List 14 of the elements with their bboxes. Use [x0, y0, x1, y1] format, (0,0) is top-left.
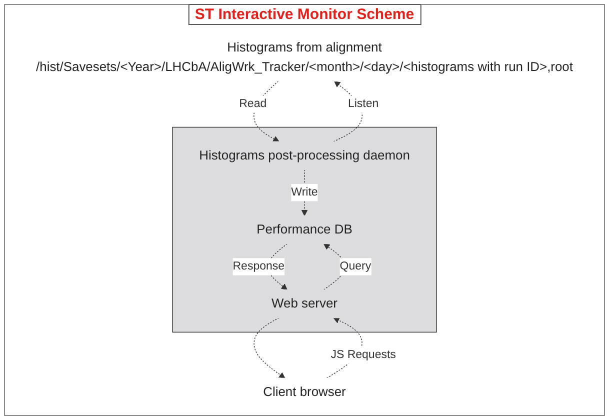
- node-text: Performance DB: [256, 222, 352, 237]
- node-text: Web server: [272, 296, 338, 311]
- edge-label: JS Requests: [330, 348, 396, 361]
- edge-label: Listen: [348, 98, 379, 110]
- edge-label: Response: [232, 260, 285, 272]
- edge-label: Read: [239, 98, 267, 110]
- diagram-title: ST Interactive Monitor Scheme: [188, 4, 422, 25]
- node-text: Histograms from alignment /hist/Savesets/<Year>/LHCbA/AligWrk_Tracker/<month>/<day>/<histograms with run ID>,root: [36, 40, 573, 74]
- cluster: [172, 126, 437, 333]
- arrow: [254, 317, 286, 378]
- edge-label: Write: [291, 186, 318, 198]
- edge-label: Query: [340, 260, 372, 272]
- node-text: Client browser: [263, 384, 346, 400]
- node-text: Histograms post-processing daemon: [199, 148, 410, 162]
